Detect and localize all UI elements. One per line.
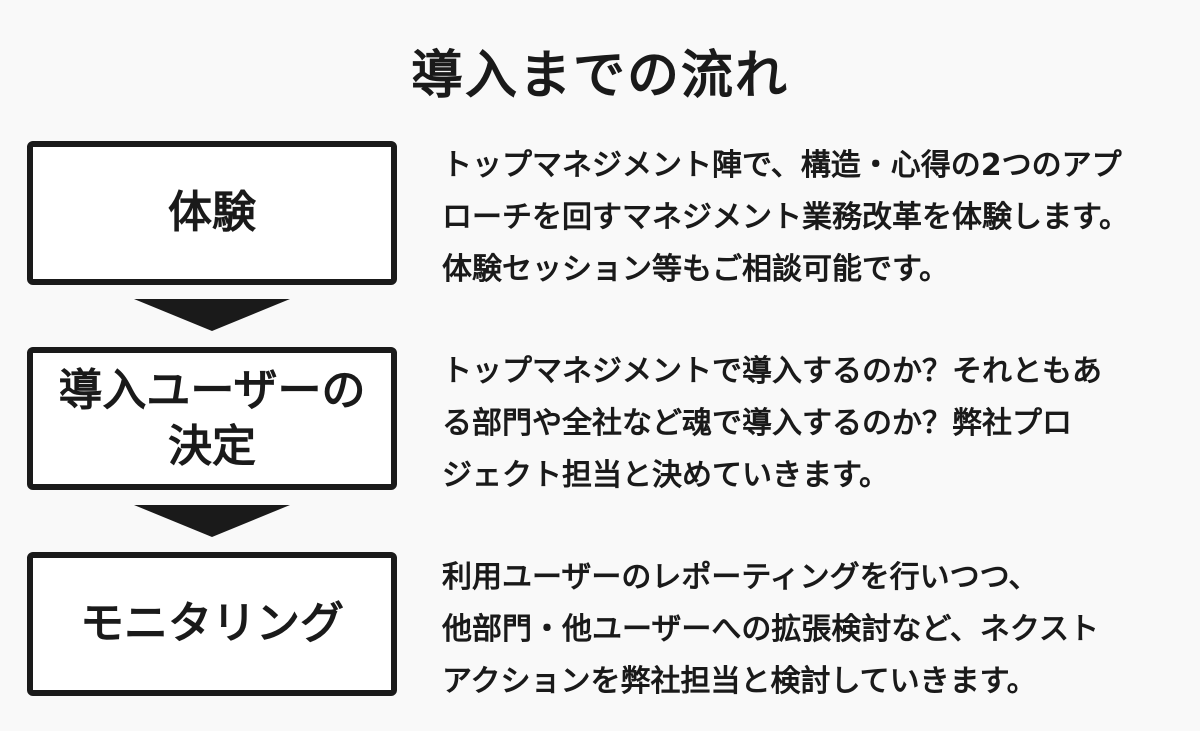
step-label: 体験 xyxy=(168,187,256,238)
down-arrow-icon xyxy=(134,505,290,537)
step-label: 導入ユーザーの 決定 xyxy=(58,364,366,472)
page-title: 導入までの流れ xyxy=(410,46,789,106)
step-box-decide-users: 導入ユーザーの 決定 xyxy=(27,347,397,490)
step-label: モニタリング xyxy=(80,598,344,649)
step-description: トップマネジメント陣で、構造・心得の2つのアプ ローチを回すマネジメント業務改革… xyxy=(442,148,1129,287)
step-box-experience: 体験 xyxy=(27,141,397,285)
step-box-monitoring: モニタリング xyxy=(27,552,397,696)
step-description: トップマネジメントで導入するのか？それともあ る部門や全社など魂で導入するのか？… xyxy=(442,354,1102,493)
down-arrow-icon xyxy=(134,299,290,331)
step-description: 利用ユーザーのレポーティングを行いつつ、 他部門・他ユーザーへの拡張検討など、ネ… xyxy=(442,560,1099,699)
